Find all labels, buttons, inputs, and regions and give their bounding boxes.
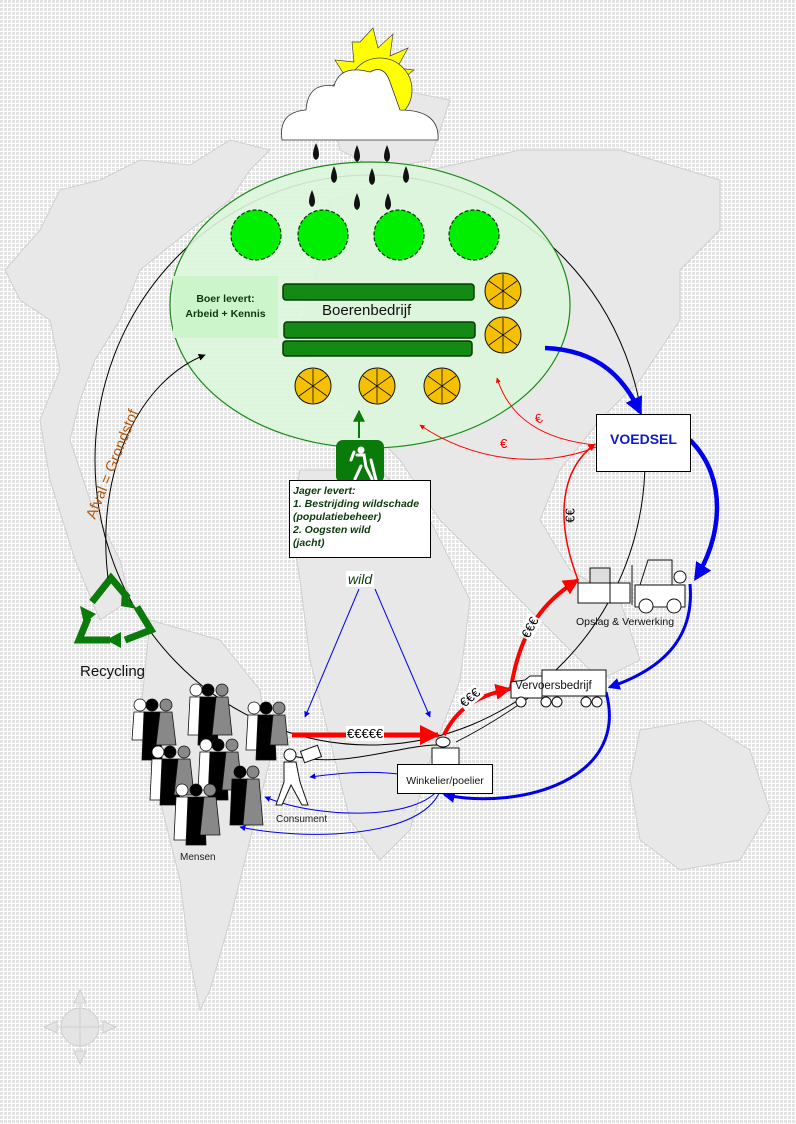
- raindrops: [309, 143, 409, 210]
- food-arrow-farm-to-voedsel: [544, 345, 643, 416]
- money-label-storage-voedsel: €€: [562, 508, 578, 523]
- wild-arrow-to-shop: [374, 588, 431, 718]
- consumer-icon: [275, 744, 323, 806]
- hiker-icon: [336, 440, 384, 483]
- hunter-box-line: 1. Bestrijding wildschade: [293, 498, 420, 510]
- money-label-people-shop: €€€€€: [346, 726, 385, 741]
- raindrop-icon: [354, 193, 360, 210]
- bushes: [230, 209, 500, 261]
- food-arrow-voedsel-to-storage: [688, 438, 720, 582]
- forklift-icon: [577, 559, 687, 614]
- hedgerows: [282, 283, 476, 357]
- person-group: [229, 765, 264, 826]
- food-arrow-shop-to-people-1: [264, 786, 441, 814]
- raindrop-icon: [384, 145, 390, 162]
- raindrop-icon: [403, 166, 409, 183]
- raindrop-icon: [313, 143, 319, 160]
- food-label: VOEDSEL: [610, 431, 677, 447]
- people-group-icon: [131, 683, 289, 846]
- cloud-icon: [281, 69, 439, 141]
- farmer-contribution-box: Boer levert: Arbeid + Kennis: [173, 276, 278, 338]
- compass-rose: [42, 988, 118, 1066]
- bush-icon: [297, 209, 349, 261]
- storage-label: Opslag & Verwerking: [576, 616, 675, 628]
- transport-label: Vervoersbedrijf: [515, 680, 592, 692]
- raindrop-icon: [354, 145, 360, 162]
- food-arrow-storage-to-transport: [607, 583, 692, 690]
- raindrop-icon: [331, 166, 337, 183]
- farmer-box-line2: Arbeid + Kennis: [185, 308, 266, 320]
- shopkeeper-icon: [431, 736, 460, 767]
- waste-to-farm-arrow: [105, 354, 206, 579]
- connector-line: [455, 691, 538, 743]
- recycling-label: Recycling: [80, 663, 146, 680]
- shop-label: Winkelier/poelier: [406, 775, 484, 787]
- truck-icon: [510, 669, 607, 708]
- money-arrow-storage-to-voedsel: [563, 443, 596, 581]
- money-label-voedsel-farm-1: €: [500, 436, 508, 451]
- hunter-box-line: (populatiebeheer): [293, 511, 382, 523]
- raindrop-icon: [385, 193, 391, 210]
- person-group: [149, 745, 195, 806]
- bush-icon: [373, 209, 425, 261]
- people-label: Mensen: [180, 852, 216, 863]
- farm-label: Boerenbedrijf: [322, 302, 412, 319]
- bush-icon: [448, 209, 500, 261]
- map-australia: [629, 719, 771, 871]
- map-north-america: [4, 139, 271, 621]
- hunter-contribution-box: Jager levert: 1. Bestrijding wildschade …: [289, 480, 431, 558]
- person-group: [131, 698, 177, 761]
- hay-strokes: [298, 274, 518, 403]
- hunter-box-line: (jacht): [293, 537, 325, 549]
- hedge-row: [282, 340, 473, 357]
- hedge-row: [282, 283, 475, 301]
- raindrop-icon: [369, 168, 375, 185]
- person-group: [187, 683, 233, 746]
- map-africa: [289, 469, 471, 861]
- person-group: [245, 701, 289, 761]
- person-group: [173, 783, 221, 846]
- raindrop-icon: [309, 190, 315, 207]
- money-arrow-voedsel-to-farm-1: [419, 424, 597, 460]
- recycling-arrowheads: [80, 590, 137, 648]
- food-arrow-shop-to-people-2: [239, 790, 441, 835]
- hunter-box-line: Jager levert:: [293, 485, 356, 497]
- hedge-row: [283, 321, 476, 339]
- shop-box: Winkelier/poelier: [397, 764, 493, 794]
- wild-label: wild: [346, 571, 375, 587]
- food-box: VOEDSEL: [596, 414, 691, 472]
- consumer-label: Consument: [276, 814, 328, 825]
- farmer-box-line1: Boer levert:: [196, 293, 255, 305]
- money-arrow-voedsel-to-farm-2: [495, 377, 597, 446]
- wild-arrow-to-people: [304, 588, 360, 718]
- food-arrow-transport-to-shop: [442, 691, 611, 803]
- hunter-box-line: 2. Oogsten wild: [293, 524, 371, 536]
- bush-icon: [230, 209, 282, 261]
